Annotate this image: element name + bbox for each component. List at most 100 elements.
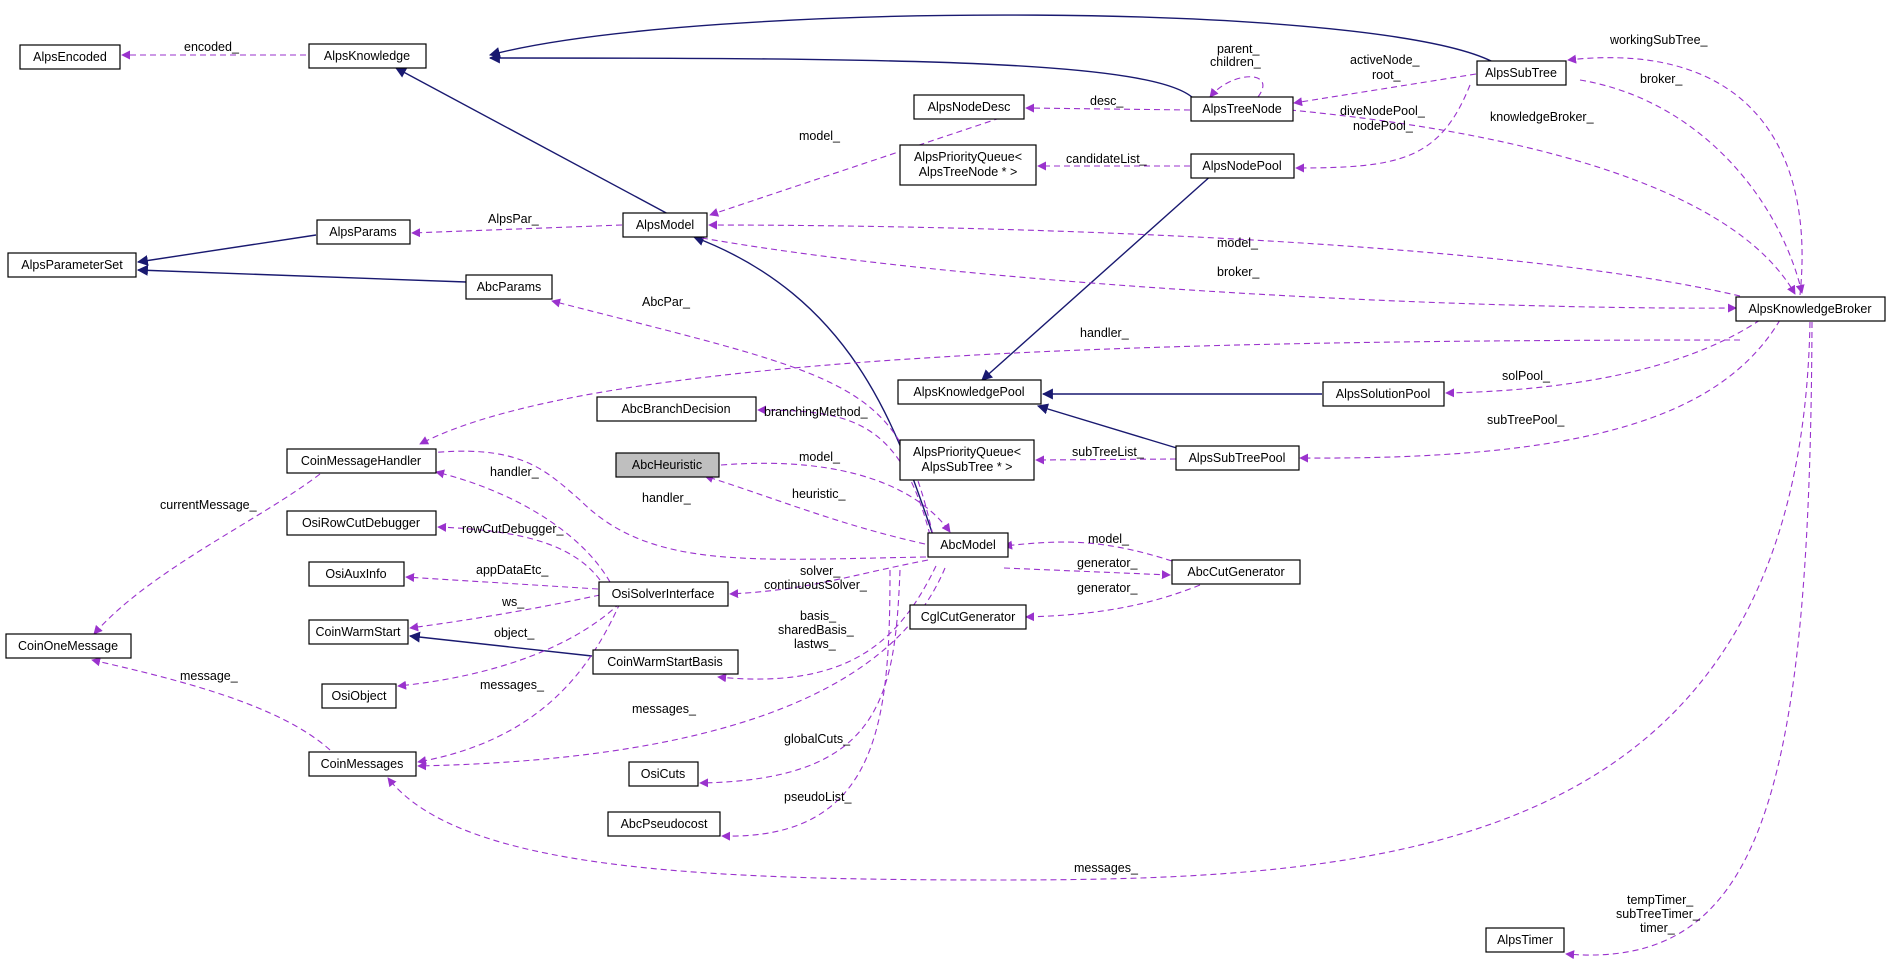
node-alps-priority-queue-subtree[interactable]: AlpsPriorityQueue< AlpsSubTree * > bbox=[899, 439, 1035, 481]
edge-broker-timer bbox=[1565, 321, 1813, 960]
label-model-cutgen: model_ bbox=[1088, 532, 1130, 546]
edge-subtree-broker bbox=[1579, 79, 1805, 294]
edge-subtreepool-to-knowledgepool bbox=[1036, 403, 1181, 450]
label-temp-timer: tempTimer_ bbox=[1627, 893, 1694, 907]
node-osi-row-cut-debugger[interactable]: OsiRowCutDebugger bbox=[286, 510, 437, 536]
label-model-broker: model_ bbox=[1217, 236, 1259, 250]
edge-nodedesc-model bbox=[709, 117, 1001, 217]
edge-abcmodel-to-alpsmodel bbox=[692, 235, 936, 542]
node-alps-sub-tree-pool[interactable]: AlpsSubTreePool bbox=[1175, 445, 1300, 471]
node-abc-branch-decision[interactable]: AbcBranchDecision bbox=[596, 396, 757, 422]
node-coin-warm-start[interactable]: CoinWarmStart bbox=[308, 619, 409, 645]
label-knowledge-broker: knowledgeBroker_ bbox=[1490, 110, 1595, 124]
label-handler-osi: handler_ bbox=[490, 465, 540, 479]
node-label: AlpsNodePool bbox=[1202, 159, 1281, 173]
label-children: children_ bbox=[1210, 55, 1262, 69]
edge-treenode-self bbox=[1209, 76, 1264, 98]
label-model-heuristic: model_ bbox=[799, 450, 841, 464]
node-alps-priority-queue-tree[interactable]: AlpsPriorityQueue< AlpsTreeNode * > bbox=[899, 144, 1037, 186]
edge-labels: encoded_ parent_ children_ activeNode_ r… bbox=[160, 33, 1709, 935]
edge-treenode-to-knowledge bbox=[488, 52, 1196, 101]
node-alps-node-pool[interactable]: AlpsNodePool bbox=[1190, 153, 1295, 179]
label-desc: desc_ bbox=[1090, 94, 1124, 108]
edge-abcmodel-branchdecision bbox=[757, 405, 931, 536]
node-coin-warm-start-basis[interactable]: CoinWarmStartBasis bbox=[592, 649, 739, 675]
node-alps-parameter-set[interactable]: AlpsParameterSet bbox=[7, 252, 137, 278]
node-abc-heuristic[interactable]: AbcHeuristic bbox=[615, 452, 720, 478]
edge-abcmodel-pseudolist bbox=[721, 569, 891, 841]
label-global-cuts: globalCuts_ bbox=[784, 732, 851, 746]
edge-broker-solpool bbox=[1445, 319, 1761, 398]
node-abc-cut-generator[interactable]: AbcCutGenerator bbox=[1171, 559, 1301, 585]
node-label: OsiAuxInfo bbox=[325, 567, 386, 581]
node-alps-node-desc[interactable]: AlpsNodeDesc bbox=[913, 94, 1025, 120]
node-alps-timer[interactable]: AlpsTimer bbox=[1485, 927, 1565, 953]
label-messages-abc: messages_ bbox=[632, 702, 697, 716]
node-label: AlpsNodeDesc bbox=[928, 100, 1011, 114]
node-osi-solver-interface[interactable]: OsiSolverInterface bbox=[598, 581, 729, 607]
edge-broker-handler bbox=[419, 339, 1741, 445]
node-label-line2: AlpsTreeNode * > bbox=[919, 165, 1018, 179]
usage-edges bbox=[91, 50, 1813, 960]
edge-osi-auxinfo bbox=[405, 573, 599, 590]
edge-osi-object bbox=[397, 602, 621, 690]
edge-subtreepool-subtreelist bbox=[1035, 455, 1177, 465]
node-label-line1: AlpsPriorityQueue< bbox=[914, 150, 1022, 164]
node-alps-sub-tree[interactable]: AlpsSubTree bbox=[1476, 60, 1567, 86]
node-alps-tree-node[interactable]: AlpsTreeNode bbox=[1190, 96, 1294, 122]
edge-treenode-nodedesc bbox=[1025, 103, 1191, 113]
label-encoded: encoded_ bbox=[184, 40, 240, 54]
edge-abcmodel-basis bbox=[717, 565, 937, 683]
edge-nodepool-to-knowledgepool bbox=[981, 173, 1214, 381]
node-coin-message-handler[interactable]: CoinMessageHandler bbox=[286, 448, 437, 474]
label-abc-par: AbcPar_ bbox=[642, 295, 691, 309]
node-coin-messages[interactable]: CoinMessages bbox=[308, 751, 417, 777]
edge-osi-messages bbox=[417, 602, 621, 765]
node-label: AlpsParams bbox=[329, 225, 396, 239]
edge-abcmodel-cutgen bbox=[1003, 567, 1171, 580]
label-sub-tree-list: subTreeList_ bbox=[1072, 445, 1145, 459]
node-alps-params[interactable]: AlpsParams bbox=[316, 219, 411, 245]
node-label: AbcModel bbox=[940, 538, 996, 552]
node-osi-aux-info[interactable]: OsiAuxInfo bbox=[308, 561, 405, 587]
node-label: AlpsTimer bbox=[1497, 933, 1553, 947]
node-abc-pseudocost[interactable]: AbcPseudocost bbox=[607, 811, 721, 837]
node-abc-model[interactable]: AbcModel bbox=[927, 532, 1009, 558]
edge-osi-rowcutdebugger bbox=[437, 522, 601, 581]
edge-model-to-knowledge bbox=[395, 67, 671, 216]
node-label: AlpsEncoded bbox=[33, 50, 107, 64]
edge-basis-to-warmstart bbox=[408, 631, 593, 657]
node-osi-cuts[interactable]: OsiCuts bbox=[628, 761, 699, 787]
node-abc-params[interactable]: AbcParams bbox=[465, 274, 553, 300]
edge-handler-currentmessage bbox=[93, 473, 321, 635]
node-label: OsiSolverInterface bbox=[612, 587, 715, 601]
node-label: AbcBranchDecision bbox=[621, 402, 730, 416]
edge-subtree-to-knowledge bbox=[488, 14, 1501, 67]
node-label: OsiObject bbox=[332, 689, 387, 703]
node-cgl-cut-generator[interactable]: CglCutGenerator bbox=[909, 604, 1027, 630]
node-coin-one-message[interactable]: CoinOneMessage bbox=[5, 633, 132, 659]
label-basis: basis_ bbox=[800, 609, 837, 623]
node-alps-knowledge-broker[interactable]: AlpsKnowledgeBroker bbox=[1735, 296, 1886, 322]
node-label: AbcCutGenerator bbox=[1187, 565, 1284, 579]
node-label: AbcParams bbox=[477, 280, 542, 294]
node-alps-knowledge[interactable]: AlpsKnowledge bbox=[308, 43, 427, 69]
edge-abcparams-to-paramset bbox=[136, 264, 467, 283]
label-model-desc: model_ bbox=[799, 129, 841, 143]
edge-abcmodel-solver bbox=[729, 559, 929, 599]
label-object: object_ bbox=[494, 626, 535, 640]
node-osi-object[interactable]: OsiObject bbox=[321, 683, 397, 709]
node-label: AlpsSubTreePool bbox=[1189, 451, 1286, 465]
node-label: AlpsTreeNode bbox=[1202, 102, 1281, 116]
label-alps-par: AlpsPar_ bbox=[488, 212, 540, 226]
node-alps-model[interactable]: AlpsModel bbox=[622, 212, 708, 238]
node-alps-knowledge-pool[interactable]: AlpsKnowledgePool bbox=[897, 379, 1042, 405]
node-alps-solution-pool[interactable]: AlpsSolutionPool bbox=[1322, 381, 1445, 407]
node-label: CglCutGenerator bbox=[921, 610, 1016, 624]
node-label: OsiCuts bbox=[641, 767, 685, 781]
label-pseudo-list: pseudoList_ bbox=[784, 790, 852, 804]
node-alps-encoded[interactable]: AlpsEncoded bbox=[19, 44, 121, 70]
node-label: OsiRowCutDebugger bbox=[302, 516, 420, 530]
label-broker-model: broker_ bbox=[1217, 265, 1260, 279]
label-candidate-list: candidateList_ bbox=[1066, 152, 1148, 166]
